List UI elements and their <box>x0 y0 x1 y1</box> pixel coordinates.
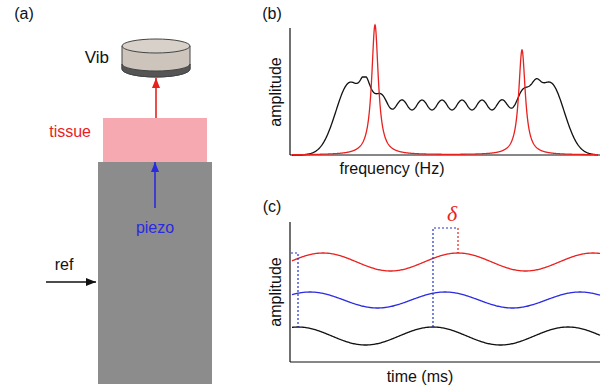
phase-shift-symbol: δ <box>447 202 457 226</box>
panel-label: (c) <box>263 198 282 216</box>
ref-arrow <box>46 281 96 283</box>
phase-markers <box>291 228 458 327</box>
axis-label: amplitude <box>267 57 285 126</box>
axis-label: amplitude <box>267 257 285 326</box>
node-label: tissue <box>49 123 91 141</box>
piezo-block: piezo <box>98 162 212 384</box>
node-label: Vib <box>85 49 109 68</box>
response-arrow <box>155 78 157 118</box>
axis-label: frequency (Hz) <box>340 160 445 178</box>
signal-curves <box>292 25 600 345</box>
reference-label: ref <box>55 256 74 274</box>
spectrum-tissue <box>292 77 598 155</box>
node-label: piezo <box>136 219 174 237</box>
signal-vib <box>292 253 600 271</box>
panel-label: (b) <box>262 5 282 23</box>
signal-ref <box>292 327 600 345</box>
spectrum-piezo <box>292 25 598 155</box>
vibrometer-head: Vib <box>121 38 191 78</box>
tissue-sample: tissue <box>103 118 207 162</box>
axes-c <box>290 222 600 362</box>
axis-label: time (ms) <box>387 368 454 386</box>
axes-b <box>290 28 600 155</box>
panel-label: (a) <box>14 5 34 23</box>
signal-piezo <box>292 292 600 308</box>
vibrometer-outline <box>121 38 191 78</box>
